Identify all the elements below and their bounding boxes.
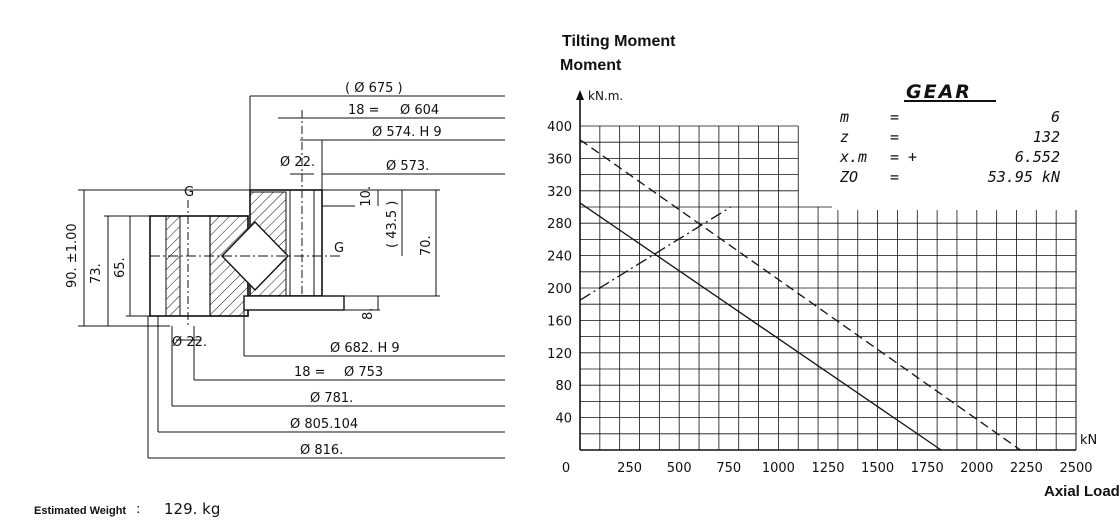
dim-604: Ø 604 xyxy=(400,103,439,118)
y-tick-label: 200 xyxy=(547,282,572,297)
dim-90: 90. ±1.00 xyxy=(65,223,80,288)
gear-param-key: m xyxy=(839,108,849,126)
x-tick-label: 1750 xyxy=(911,461,944,476)
section-mark-g-right: G xyxy=(334,241,344,256)
x-axis-unit: kN xyxy=(1080,433,1097,448)
x-tick-label: 2000 xyxy=(960,461,993,476)
dim-43-5: ( 43.5 ) xyxy=(385,201,400,248)
gear-param-value: 6 xyxy=(1051,108,1060,126)
weight-separator: : xyxy=(136,502,140,517)
dim-574: Ø 574. H 9 xyxy=(372,125,442,140)
dim-73: 73. xyxy=(89,263,104,284)
dim-805: Ø 805.104 xyxy=(290,417,358,432)
dim-781: Ø 781. xyxy=(310,391,353,406)
gear-param-value: 132 xyxy=(1033,128,1060,146)
x-tick-label: 0 xyxy=(562,461,570,476)
gear-teeth-hatch xyxy=(165,215,181,317)
gear-param-equals: = xyxy=(890,128,899,146)
dim-682: Ø 682. H 9 xyxy=(330,341,400,356)
y-tick-label: 40 xyxy=(555,412,572,427)
x-tick-label: 1500 xyxy=(861,461,894,476)
bearing-cross-section-drawing xyxy=(78,95,505,459)
gear-title: GEAR xyxy=(906,81,972,103)
chart-grid xyxy=(580,125,1077,450)
y-axis-arrow xyxy=(576,90,584,100)
weight-label: Estimated Weight xyxy=(34,505,126,517)
dim-816: Ø 816. xyxy=(300,443,343,458)
x-tick-label: 250 xyxy=(617,461,642,476)
y-tick-label: 400 xyxy=(547,120,572,135)
dim-22-bottom: Ø 22. xyxy=(172,335,207,350)
y-tick-label: 360 xyxy=(547,152,572,167)
x-axis-title: Axial Load xyxy=(1044,483,1120,500)
x-tick-label: 2250 xyxy=(1010,461,1043,476)
series-line-dashed xyxy=(579,139,1021,451)
chart-series xyxy=(579,139,1021,451)
gear-param-equals: = xyxy=(890,168,899,186)
x-tick-label: 500 xyxy=(667,461,692,476)
gear-box-bg xyxy=(832,82,1078,210)
gear-param-equals: = + xyxy=(890,148,917,166)
y-tick-label: 160 xyxy=(547,314,572,329)
dim-22-top: Ø 22. xyxy=(280,155,315,170)
gear-param-value: 53.95 kN xyxy=(988,168,1061,186)
holes-count-top: 18 = xyxy=(348,103,380,118)
dim-70: 70. xyxy=(419,235,434,256)
weight-value: 129. kg xyxy=(164,500,220,518)
dim-8: 8. xyxy=(361,308,376,320)
y-tick-label: 80 xyxy=(555,379,572,394)
chart-axes xyxy=(576,90,1077,451)
x-tick-label: 1000 xyxy=(762,461,795,476)
chart-title: Tilting Moment xyxy=(562,33,676,50)
y-tick-label: 320 xyxy=(547,185,572,200)
x-tick-label: 750 xyxy=(716,461,741,476)
gear-param-equals: = xyxy=(890,108,899,126)
x-tick-label: 2500 xyxy=(1059,461,1092,476)
seal-plate xyxy=(243,295,345,311)
dim-675: ( Ø 675 ) xyxy=(345,81,403,96)
chart-subtitle-moment: Moment xyxy=(560,57,622,74)
section-mark-g-left: G xyxy=(184,185,194,200)
series-line-solid xyxy=(579,202,942,451)
gear-param-key: x.m xyxy=(839,148,867,166)
x-tick-label: 1250 xyxy=(811,461,844,476)
dim-573: Ø 573. xyxy=(386,159,429,174)
y-tick-label: 280 xyxy=(547,217,572,232)
dim-65: 65. xyxy=(113,257,128,278)
y-tick-label: 240 xyxy=(547,250,572,265)
dim-753: Ø 753 xyxy=(344,365,383,380)
gear-param-value: 6.552 xyxy=(1015,148,1060,166)
holes-count-bottom: 18 = xyxy=(294,365,326,380)
series-line-dashdot xyxy=(579,206,732,301)
dim-10: 10. xyxy=(359,186,374,207)
gear-param-key: z xyxy=(840,128,849,146)
y-tick-label: 120 xyxy=(547,347,572,362)
gear-param-key: ZO xyxy=(839,168,858,186)
y-axis-unit: kN.m. xyxy=(588,89,623,103)
chart-tick-labels: 0 250 500 750 1000 1250 1500 1750 2000 2250 2500 40… xyxy=(547,120,1092,476)
